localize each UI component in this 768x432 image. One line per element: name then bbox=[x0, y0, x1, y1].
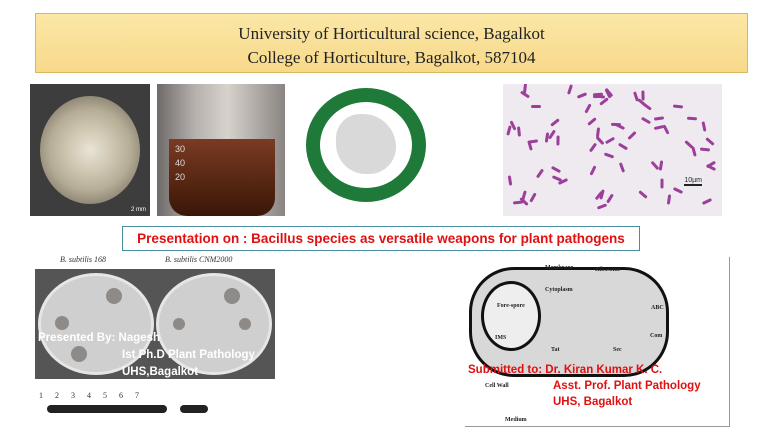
diagram-label: Sec bbox=[613, 347, 622, 353]
college-name: College of Horticulture, Bagalkot, 58710… bbox=[247, 48, 536, 67]
micrograph-image: 10µm bbox=[503, 84, 722, 216]
bacillus-rod bbox=[506, 125, 513, 136]
presentation-topic-banner: Presentation on : Bacillus species as ve… bbox=[122, 226, 640, 251]
beaker-culture-image: 30 40 20 bbox=[157, 84, 285, 216]
diagram-label: ABC bbox=[651, 305, 664, 311]
bacillus-rod bbox=[603, 152, 614, 159]
bacillus-rod bbox=[551, 165, 562, 174]
diagram-label: Ribosome bbox=[595, 267, 621, 273]
bacillus-rod bbox=[699, 147, 710, 152]
bacillus-rod bbox=[705, 136, 715, 146]
bacillus-rod bbox=[673, 187, 684, 195]
beaker-mark: 30 bbox=[175, 144, 186, 154]
bacillus-rod bbox=[658, 160, 664, 171]
bacillus-rod bbox=[589, 142, 598, 153]
bacillus-rod bbox=[701, 197, 712, 205]
protein-secretion-diagram: Membrane Ribosome Cytoplasm Fore-spore I… bbox=[465, 257, 730, 427]
bacillus-rod bbox=[531, 104, 541, 108]
diagram-label: Tat bbox=[551, 347, 560, 353]
guide-designation: Asst. Prof. Plant Pathology bbox=[553, 380, 701, 392]
bacillus-rod bbox=[588, 165, 597, 176]
plate-caption-left: B. subtilis 168 bbox=[60, 255, 107, 264]
bacillus-rod bbox=[641, 102, 652, 111]
guide-institution: UHS, Bagalkot bbox=[553, 396, 633, 408]
bacillus-rod bbox=[587, 116, 598, 126]
bacillus-rod bbox=[653, 116, 665, 122]
bacillus-rod bbox=[595, 127, 601, 138]
diagram-label: Cytoplasm bbox=[545, 287, 573, 293]
bacillus-rod bbox=[556, 135, 560, 146]
bacillus-rod bbox=[576, 91, 587, 99]
bacillus-rod bbox=[650, 160, 660, 171]
guide-name: Submitted to: Dr. Kiran Kumar K. C. bbox=[468, 364, 663, 376]
diagram-label: Fore-spore bbox=[497, 303, 525, 309]
presenter-degree: Ist Ph.D Plant Pathology bbox=[122, 349, 255, 361]
bacillus-colony-image: 2 mm bbox=[30, 84, 150, 216]
bacillus-rod bbox=[705, 164, 717, 172]
university-logo bbox=[292, 86, 440, 204]
bacillus-rod bbox=[618, 161, 625, 173]
bacillus-rod bbox=[548, 129, 557, 140]
bacillus-rod bbox=[640, 116, 651, 125]
bacillus-rod bbox=[632, 91, 639, 102]
presenter-info: Presented By: Nagesh Ist Ph.D Plant Path… bbox=[38, 330, 255, 381]
bacillus-rod bbox=[638, 189, 649, 199]
gel-lane-labels: 1 2 3 4 5 6 7 bbox=[39, 391, 139, 400]
bacillus-rod bbox=[660, 178, 664, 189]
diagram-label: Com bbox=[650, 333, 663, 339]
bacillus-rod bbox=[535, 168, 544, 179]
bacillus-rod bbox=[516, 126, 521, 137]
bacillus-rod bbox=[604, 136, 615, 145]
bacillus-rod bbox=[626, 131, 637, 141]
bacillus-rod bbox=[584, 103, 592, 114]
bacillus-rod bbox=[528, 192, 537, 203]
bacillus-rod bbox=[596, 203, 608, 210]
bacillus-rod bbox=[550, 118, 561, 127]
submitted-to-info: Submitted to: Dr. Kiran Kumar K. C. Asst… bbox=[468, 362, 701, 410]
bacillus-rod bbox=[686, 116, 697, 121]
bacillus-rod bbox=[701, 120, 707, 132]
diagram-label: Medium bbox=[505, 417, 527, 423]
bacillus-rod bbox=[641, 90, 645, 101]
beaker-mark: 40 bbox=[175, 158, 186, 168]
micro-scale-label: 10µm bbox=[684, 177, 702, 186]
diagram-label: IMS bbox=[495, 335, 507, 341]
bacillus-rod bbox=[507, 174, 512, 186]
petri-plates-image: B. subtilis 168 B. subtilis CNM2000 1 2 … bbox=[35, 255, 275, 425]
bacillus-rod bbox=[617, 142, 628, 151]
diagram-label: Membrane bbox=[545, 265, 574, 271]
bacillus-rod bbox=[606, 193, 615, 204]
diagram-label: Cell Wall bbox=[485, 383, 509, 389]
bacillus-rod bbox=[690, 146, 697, 157]
presenter-name: Presented By: Nagesh bbox=[38, 332, 161, 344]
bacillus-rod bbox=[673, 104, 684, 109]
beaker-mark: 20 bbox=[175, 172, 186, 182]
presenter-institution: UHS,Bagalkot bbox=[122, 366, 199, 378]
bacillus-rod bbox=[667, 194, 672, 206]
plate-caption-right: B. subtilis CNM2000 bbox=[165, 255, 233, 264]
slide-title-box: University of Horticultural science, Bag… bbox=[35, 13, 748, 73]
bacillus-rod bbox=[654, 125, 665, 131]
colony-scale-label: 2 mm bbox=[131, 207, 146, 213]
bacillus-rod bbox=[567, 84, 574, 95]
university-name: University of Horticultural science, Bag… bbox=[238, 24, 545, 43]
